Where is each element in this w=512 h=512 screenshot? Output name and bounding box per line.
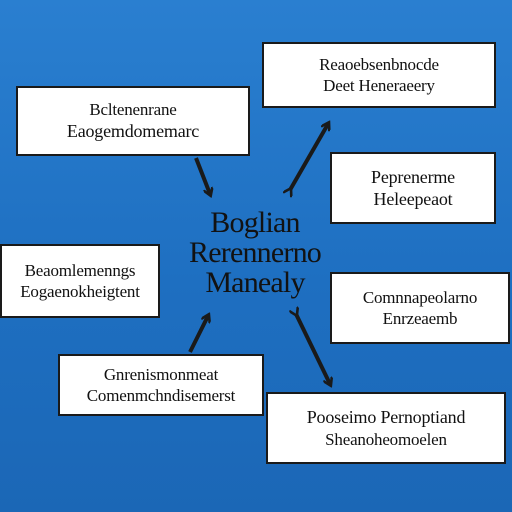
box-label-line-2: Enrzeaemb bbox=[382, 309, 458, 328]
concept-box-top-left: Bcltenenrane Eaogemdomemarc bbox=[16, 86, 250, 156]
concept-box-top-right: Reaoebsenbnocde Deet Heneraeery bbox=[262, 42, 496, 108]
box-label-line-1: Beaomlemenngs bbox=[24, 260, 136, 280]
arrow-a-to-center bbox=[194, 157, 210, 194]
arrow-f-to-center bbox=[188, 316, 208, 353]
box-label-line-1: Comnnapeolarno bbox=[362, 287, 478, 307]
box-label-line-1: Pooseimo Pernoptiand bbox=[306, 407, 466, 428]
central-concept-line-3: Manealy bbox=[205, 266, 305, 299]
box-label-line-1: Peprenerme bbox=[371, 166, 455, 187]
central-concept-line-1: Boglian bbox=[210, 206, 300, 239]
box-label-line-2: Eaogemdomemarc bbox=[66, 121, 200, 142]
arrow-center-g-double bbox=[296, 314, 330, 384]
box-label-line-2: Eogaenokheigtent bbox=[20, 282, 140, 301]
arrow-b-center-double bbox=[290, 124, 328, 190]
central-concept: Boglian Rerennerno Manealy bbox=[180, 208, 330, 298]
box-label-line-2: Deet Heneraeery bbox=[323, 76, 435, 95]
concept-box-bottom-right: Pooseimo Pernoptiand Sheanoheomoelen bbox=[266, 392, 506, 464]
box-label-line-1: Bcltenenrane bbox=[89, 100, 177, 120]
central-concept-line-2: Rerennerno bbox=[189, 236, 322, 269]
box-label-line-2: Heleepeaot bbox=[373, 189, 453, 209]
concept-box-right-middle: Comnnapeolarno Enrzeaemb bbox=[330, 272, 510, 344]
box-label-line-2: Sheanoheomoelen bbox=[325, 429, 447, 449]
box-label-line-1: Reaoebsenbnocde bbox=[319, 54, 439, 74]
box-label-line-2: Comenmchndisemerst bbox=[86, 386, 236, 405]
box-label-line-1: Gnrenismonmeat bbox=[103, 364, 219, 384]
concept-box-right-upper: Peprenerme Heleepeaot bbox=[330, 152, 496, 224]
concept-box-left-middle: Beaomlemenngs Eogaenokheigtent bbox=[0, 244, 160, 318]
concept-box-bottom-left: Gnrenismonmeat Comenmchndisemerst bbox=[58, 354, 264, 416]
